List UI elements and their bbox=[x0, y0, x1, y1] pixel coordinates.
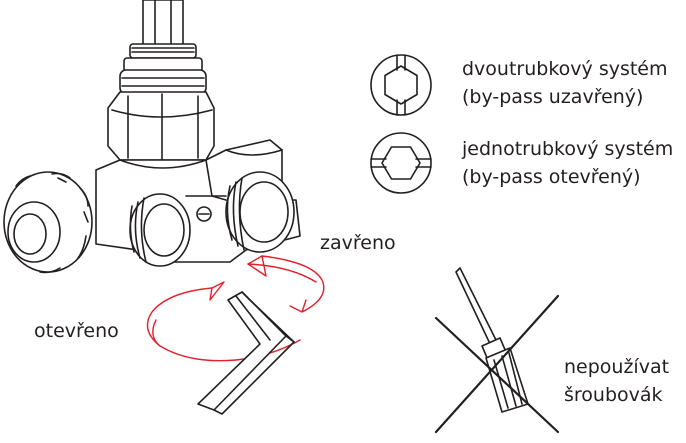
threaded-coupling bbox=[119, 43, 207, 95]
open-label: otevřeno bbox=[34, 320, 119, 342]
left-knob bbox=[3, 171, 93, 274]
closed-label: zavřeno bbox=[320, 232, 396, 254]
bypass-screw bbox=[196, 206, 212, 222]
left-outlet-thread bbox=[129, 193, 191, 267]
cross-out-mark bbox=[434, 294, 560, 434]
open-arrow-lower bbox=[146, 287, 237, 362]
one-pipe-symbol-icon bbox=[370, 132, 432, 194]
two-pipe-label-line2: (by-pass uzavřený) bbox=[462, 86, 644, 108]
close-arrow-upper bbox=[261, 255, 325, 313]
two-pipe-symbol-icon bbox=[370, 54, 432, 116]
rotation-arrows-icon bbox=[146, 255, 325, 362]
one-pipe-label-line2: (by-pass otevřený) bbox=[462, 166, 641, 188]
two-pipe-label-line1: dvoutrubkový systém bbox=[462, 58, 668, 80]
valve-body-illustration bbox=[3, 0, 301, 274]
warning-label-line2: šroubovák bbox=[564, 384, 663, 406]
warning-label-line1: nepoužívat bbox=[564, 356, 670, 378]
one-pipe-label-line1: jednotrubkový systém bbox=[462, 138, 674, 160]
hex-key-icon bbox=[197, 291, 295, 415]
right-outlet-thread bbox=[225, 171, 295, 253]
hex-nut bbox=[107, 91, 215, 161]
top-pipe bbox=[142, 0, 184, 49]
no-screwdriver-icon bbox=[434, 267, 560, 434]
